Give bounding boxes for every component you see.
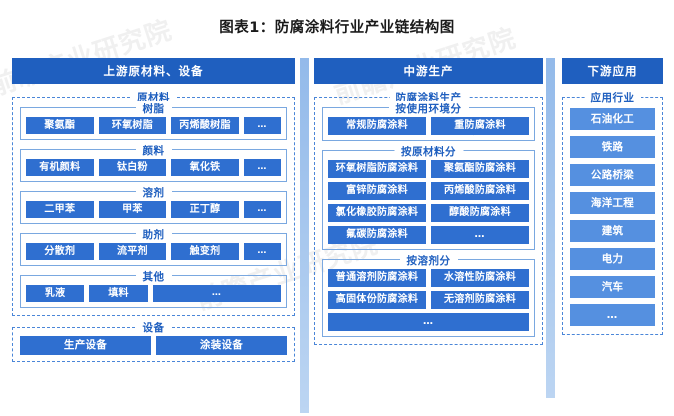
solvent-label: 溶剂 bbox=[135, 185, 172, 200]
chip-more[interactable]: … bbox=[570, 304, 655, 326]
chip-item[interactable]: 丙烯酸防腐涂料 bbox=[431, 182, 529, 200]
chip-item[interactable]: 醇酸防腐涂料 bbox=[431, 204, 529, 222]
raw-materials-group: 原材料 树脂 聚氨酯 环氧树脂 丙烯酸树脂 … 颜料 有机颜料 钛白粉 氧化铁 bbox=[12, 90, 295, 316]
chip-item[interactable]: 环氧树脂 bbox=[98, 117, 167, 134]
industries-group: 应用行业 石油化工 铁路 公路桥梁 海洋工程 建筑 电力 汽车 … bbox=[562, 90, 663, 335]
upstream-column: 上游原材料、设备 原材料 树脂 聚氨酯 环氧树脂 丙烯酸树脂 … 颜料 有机颜料… bbox=[12, 58, 295, 362]
chip-item[interactable]: 铁路 bbox=[570, 136, 655, 158]
chip-item[interactable]: 重防腐涂料 bbox=[431, 117, 529, 135]
equipment-group: 设备 生产设备 涂装设备 bbox=[12, 320, 295, 362]
chip-more[interactable]: … bbox=[152, 285, 281, 302]
chip-more[interactable]: … bbox=[431, 226, 529, 244]
chip-more[interactable]: … bbox=[243, 243, 282, 260]
by-solvent-group: 按溶剂分 普通溶剂防腐涂料 水溶性防腐涂料 高固体份防腐涂料 无溶剂防腐涂料 … bbox=[322, 253, 535, 337]
chip-item[interactable]: 流平剂 bbox=[98, 243, 167, 260]
chip-item[interactable]: 公路桥梁 bbox=[570, 164, 655, 186]
pigment-group: 颜料 有机颜料 钛白粉 氧化铁 … bbox=[20, 143, 287, 182]
by-environment-group: 按使用环境分 常规防腐涂料 重防腐涂料 bbox=[322, 101, 535, 141]
downstream-column: 下游应用 应用行业 石油化工 铁路 公路桥梁 海洋工程 建筑 电力 汽车 … bbox=[562, 58, 663, 335]
chip-item[interactable]: 氯化橡胶防腐涂料 bbox=[328, 204, 426, 222]
column-separator bbox=[300, 58, 309, 413]
chip-item[interactable]: 分散剂 bbox=[26, 243, 94, 260]
chip-more[interactable]: … bbox=[243, 159, 282, 176]
chip-item[interactable]: 电力 bbox=[570, 248, 655, 270]
chip-more[interactable]: … bbox=[243, 201, 282, 218]
chip-item[interactable]: 高固体份防腐涂料 bbox=[328, 291, 426, 309]
chip-item[interactable]: 涂装设备 bbox=[156, 336, 287, 355]
additive-group: 助剂 分散剂 流平剂 触变剂 … bbox=[20, 227, 287, 266]
chip-item[interactable]: 石油化工 bbox=[570, 108, 655, 130]
by-environment-label: 按使用环境分 bbox=[388, 101, 469, 116]
chip-item[interactable]: 乳液 bbox=[26, 285, 85, 302]
chip-more[interactable]: … bbox=[243, 117, 282, 134]
downstream-header: 下游应用 bbox=[562, 58, 663, 84]
chip-item[interactable]: 无溶剂防腐涂料 bbox=[431, 291, 529, 309]
chip-item[interactable]: 钛白粉 bbox=[98, 159, 167, 176]
chip-item[interactable]: 普通溶剂防腐涂料 bbox=[328, 269, 426, 287]
chip-item[interactable]: 触变剂 bbox=[171, 243, 239, 260]
chip-item[interactable]: 水溶性防腐涂料 bbox=[431, 269, 529, 287]
chip-item[interactable]: 建筑 bbox=[570, 220, 655, 242]
chip-item[interactable]: 富锌防腐涂料 bbox=[328, 182, 426, 200]
page-title: 图表1：防腐涂料行业产业链结构图 bbox=[219, 20, 455, 36]
chip-item[interactable]: 氟碳防腐涂料 bbox=[328, 226, 426, 244]
chip-item[interactable]: 聚氨酯 bbox=[26, 117, 94, 134]
midstream-header: 中游生产 bbox=[314, 58, 543, 84]
production-group: 防腐涂料生产 按使用环境分 常规防腐涂料 重防腐涂料 按原材料分 环氧树脂防腐涂… bbox=[314, 90, 543, 345]
by-raw-material-label: 按原材料分 bbox=[394, 144, 463, 159]
by-raw-material-group: 按原材料分 环氧树脂防腐涂料 聚氨酯防腐涂料 富锌防腐涂料 丙烯酸防腐涂料 氯化… bbox=[322, 144, 535, 250]
by-solvent-label: 按溶剂分 bbox=[399, 253, 458, 268]
column-separator bbox=[546, 58, 555, 398]
chip-item[interactable]: 聚氨酯防腐涂料 bbox=[431, 160, 529, 178]
chip-item[interactable]: 丙烯酸树脂 bbox=[171, 117, 239, 134]
resin-label: 树脂 bbox=[135, 101, 172, 116]
chip-item[interactable]: 有机颜料 bbox=[26, 159, 94, 176]
chip-item[interactable]: 汽车 bbox=[570, 276, 655, 298]
resin-group: 树脂 聚氨酯 环氧树脂 丙烯酸树脂 … bbox=[20, 101, 287, 140]
other-group: 其他 乳液 填料 … bbox=[20, 269, 287, 308]
industries-label: 应用行业 bbox=[584, 90, 641, 105]
upstream-header: 上游原材料、设备 bbox=[12, 58, 295, 84]
additive-label: 助剂 bbox=[135, 227, 172, 242]
other-label: 其他 bbox=[135, 269, 172, 284]
solvent-group: 溶剂 二甲苯 甲苯 正丁醇 … bbox=[20, 185, 287, 224]
chip-item[interactable]: 二甲苯 bbox=[26, 201, 94, 218]
chip-item[interactable]: 甲苯 bbox=[98, 201, 167, 218]
chip-item[interactable]: 氧化铁 bbox=[171, 159, 239, 176]
chip-item[interactable]: 海洋工程 bbox=[570, 192, 655, 214]
chip-item[interactable]: 常规防腐涂料 bbox=[328, 117, 426, 135]
chip-item[interactable]: 正丁醇 bbox=[171, 201, 239, 218]
midstream-column: 中游生产 防腐涂料生产 按使用环境分 常规防腐涂料 重防腐涂料 按原材料分 环氧… bbox=[314, 58, 543, 345]
chip-item[interactable]: 环氧树脂防腐涂料 bbox=[328, 160, 426, 178]
chip-item[interactable]: 生产设备 bbox=[20, 336, 151, 355]
chip-more[interactable]: … bbox=[328, 313, 529, 331]
chip-item[interactable]: 填料 bbox=[89, 285, 148, 302]
pigment-label: 颜料 bbox=[135, 143, 172, 158]
equipment-label: 设备 bbox=[136, 320, 171, 335]
